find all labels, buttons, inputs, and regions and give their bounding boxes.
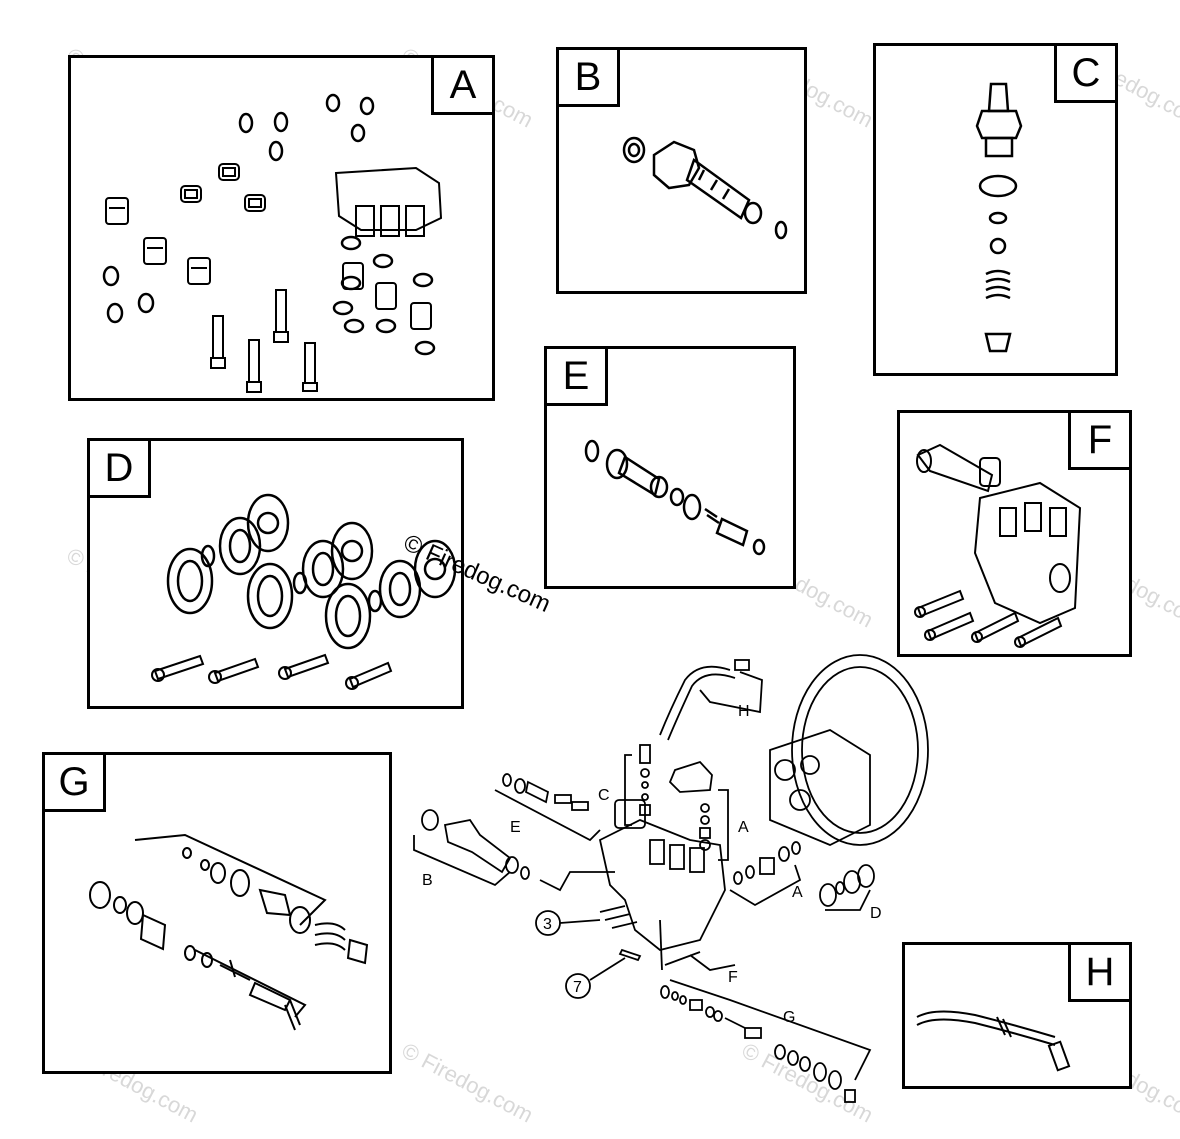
crankcase xyxy=(769,729,871,846)
hose-part xyxy=(667,673,736,741)
panel-b: B xyxy=(556,47,807,294)
panel-letter: A xyxy=(431,58,492,115)
panel-g-drawing xyxy=(89,833,369,1031)
motor-flange xyxy=(791,654,929,846)
callout-c: C xyxy=(598,787,610,804)
callout-n7: 7 xyxy=(573,979,582,996)
panel-g: G xyxy=(42,752,392,1074)
callout-a1: A xyxy=(738,819,749,836)
panel-letter: F xyxy=(1068,413,1129,470)
callout-a2: A xyxy=(792,884,803,901)
panel-h: H xyxy=(902,942,1132,1089)
callout-h: H xyxy=(738,703,750,720)
callout-d: D xyxy=(870,905,882,922)
callout-n3: 3 xyxy=(543,916,552,933)
callout-g: G xyxy=(783,1009,795,1026)
panel-e-drawing xyxy=(584,439,766,556)
panel-letter: B xyxy=(559,50,620,107)
callout-e: E xyxy=(510,819,521,836)
panel-f-drawing xyxy=(914,443,1082,648)
panel-a: A xyxy=(68,55,495,401)
motor-flange xyxy=(801,666,919,834)
panel-f: F xyxy=(897,410,1132,657)
panel-letter: G xyxy=(45,755,106,812)
callout-f: F xyxy=(728,969,738,986)
inlet-body xyxy=(443,818,512,874)
panel-letter: H xyxy=(1068,945,1129,1002)
panel-letter: E xyxy=(547,349,608,406)
hose-part xyxy=(659,665,731,736)
panel-e: E xyxy=(544,346,796,589)
callout-b: B xyxy=(422,872,433,889)
panel-a-drawing xyxy=(102,93,443,393)
pump-body xyxy=(598,819,726,951)
panel-letter: C xyxy=(1054,46,1115,103)
panel-h-drawing xyxy=(916,1010,1071,1072)
main-exploded-diagram: H C E A B A D 3 7 F xyxy=(413,654,929,1103)
manifold xyxy=(668,760,713,793)
panel-letter: D xyxy=(90,441,151,498)
panel-c: C xyxy=(873,43,1118,376)
relief-valve-fitting xyxy=(639,744,651,764)
panel-b-drawing xyxy=(622,136,788,240)
panel-c-drawing xyxy=(975,82,1023,353)
inlet-cap xyxy=(421,809,439,831)
panel-d-drawing xyxy=(151,493,457,690)
hose-fitting xyxy=(734,659,750,671)
callout-circle-7 xyxy=(565,973,591,999)
panel-d: D xyxy=(87,438,464,709)
